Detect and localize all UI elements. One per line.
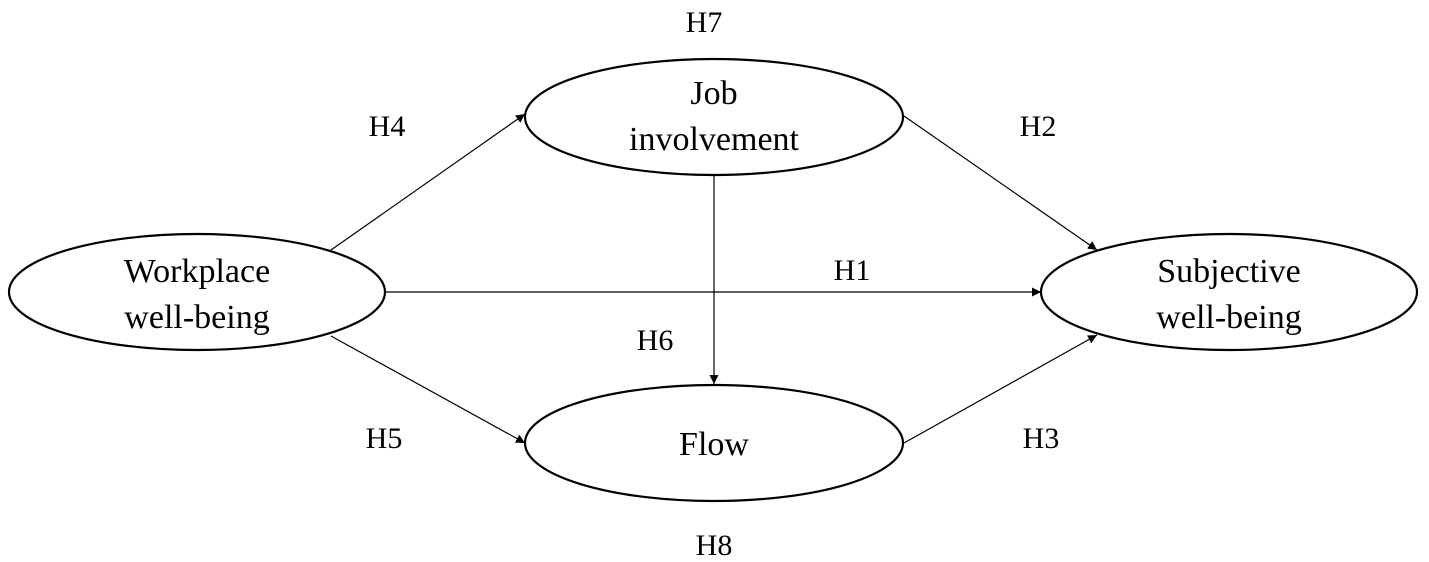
node-flow: Flow [523, 383, 905, 503]
label-h8: H8 [696, 529, 733, 562]
node-job-label-line1: Job [690, 75, 737, 112]
node-workplace-ellipse [7, 232, 387, 352]
node-flow-label: Flow [679, 426, 749, 463]
label-h7: H7 [686, 6, 723, 39]
node-subjective-ellipse [1039, 232, 1419, 352]
label-h3: H3 [1023, 422, 1060, 455]
node-flow-ellipse [523, 383, 905, 503]
node-workplace-well-being: Workplace well-being [7, 232, 387, 352]
node-workplace-label-line2: well-being [124, 299, 269, 336]
node-job-ellipse [523, 57, 905, 177]
node-subjective-well-being: Subjective well-being [1039, 232, 1419, 352]
node-subjective-label-line1: Subjective [1157, 253, 1301, 290]
node-subjective-label-line2: well-being [1156, 299, 1301, 336]
label-h1: H1 [834, 254, 871, 287]
label-h5: H5 [366, 422, 403, 455]
node-job-involvement: Job involvement [523, 57, 905, 177]
label-h6: H6 [637, 324, 674, 357]
edge-h4-workplace-to-job [330, 113, 526, 251]
edge-h3-flow-to-subjective [903, 334, 1098, 444]
edge-h5-workplace-to-flow [330, 335, 526, 444]
edge-h2-job-to-subjective [903, 115, 1098, 251]
label-h2: H2 [1020, 110, 1057, 143]
node-job-label-line2: involvement [629, 121, 800, 158]
label-h4: H4 [369, 110, 406, 143]
node-workplace-label-line1: Workplace [124, 253, 270, 290]
